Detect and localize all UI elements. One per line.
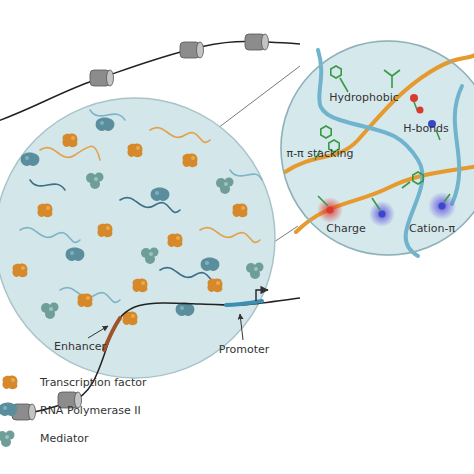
zoom-border xyxy=(281,41,474,255)
tf-icon xyxy=(132,279,147,293)
mediator-icon xyxy=(41,303,59,320)
side-chain xyxy=(384,70,400,88)
enhancer-segment xyxy=(104,318,120,350)
mediator-icon xyxy=(246,263,264,280)
tf-icon xyxy=(12,264,27,278)
legend-tf-icon xyxy=(2,376,17,390)
nitrogen xyxy=(439,203,446,210)
leader-line xyxy=(88,326,108,338)
zoom-fill xyxy=(280,40,474,256)
mediator-icon xyxy=(141,248,159,265)
tf-icon xyxy=(182,154,197,168)
leader-line xyxy=(240,314,243,340)
idr-strand xyxy=(150,128,210,143)
oxygen xyxy=(327,207,334,214)
zoom-strand xyxy=(452,86,462,204)
mediator-icon xyxy=(86,173,104,190)
zoom-strand xyxy=(285,52,474,172)
nucleosome xyxy=(90,70,114,86)
nitrogen xyxy=(379,211,386,218)
proteins xyxy=(12,118,263,326)
charge-glow xyxy=(317,197,343,223)
idr-strand xyxy=(30,180,65,190)
side-chain xyxy=(402,182,410,188)
tf-icon xyxy=(77,294,92,308)
oxygen xyxy=(410,94,418,102)
legend-pol2-icon xyxy=(0,403,17,416)
tss-arrow xyxy=(256,290,268,301)
zoom-circle: HydrophobicH-bonds π-π stackingCharge Cati… xyxy=(280,40,474,256)
tf-icon xyxy=(127,144,142,158)
legend-text: Transcription factor xyxy=(40,376,146,389)
chromatin-fiber xyxy=(0,298,300,414)
region-label: Enhancer xyxy=(54,340,106,353)
legend-mediator-icon xyxy=(0,431,15,448)
oxygen xyxy=(417,107,424,114)
legend-text: Mediator xyxy=(40,432,89,445)
pol2-icon xyxy=(66,248,85,261)
tf-icon xyxy=(37,204,52,218)
condensate-droplet xyxy=(0,98,275,378)
pol2-icon xyxy=(151,188,170,201)
interaction-label: H-bonds xyxy=(403,122,449,135)
side-chain xyxy=(444,194,450,202)
idr-strand xyxy=(230,170,262,180)
ring xyxy=(321,126,331,138)
tf-icon xyxy=(167,234,182,248)
idr-strand xyxy=(200,228,260,243)
region-label: Promoter xyxy=(219,343,270,356)
mediator-icon xyxy=(216,178,234,195)
tf-icon xyxy=(62,134,77,148)
side-chain xyxy=(318,196,328,206)
promoter-segment xyxy=(226,301,262,305)
pol2-icon xyxy=(96,118,115,131)
pol2-icon xyxy=(201,258,220,271)
nucleosome xyxy=(180,42,204,58)
ring xyxy=(331,66,341,78)
interaction-label: Hydrophobic xyxy=(329,91,399,104)
idr-strand xyxy=(40,146,100,160)
tf-icon xyxy=(207,279,222,293)
interaction-label: Charge xyxy=(326,222,365,235)
idr-strand xyxy=(120,198,180,213)
ring xyxy=(413,172,423,184)
interaction-label: π-π stacking xyxy=(287,147,354,160)
charge-glow xyxy=(369,201,395,227)
idr-strands xyxy=(20,110,262,302)
nucleosome xyxy=(245,34,269,50)
idr-strand xyxy=(20,228,80,243)
tf-icon xyxy=(232,204,247,218)
pol2-icon xyxy=(176,303,195,316)
chromatin-fiber xyxy=(0,42,300,122)
charge-glow xyxy=(428,192,456,220)
interaction-label: Cation-π xyxy=(409,222,455,235)
pol2-icon xyxy=(21,153,40,166)
side-chain xyxy=(340,78,348,92)
legend-text: RNA Polymerase II xyxy=(40,404,141,417)
side-chain xyxy=(372,198,380,210)
tf-icon xyxy=(97,224,112,238)
